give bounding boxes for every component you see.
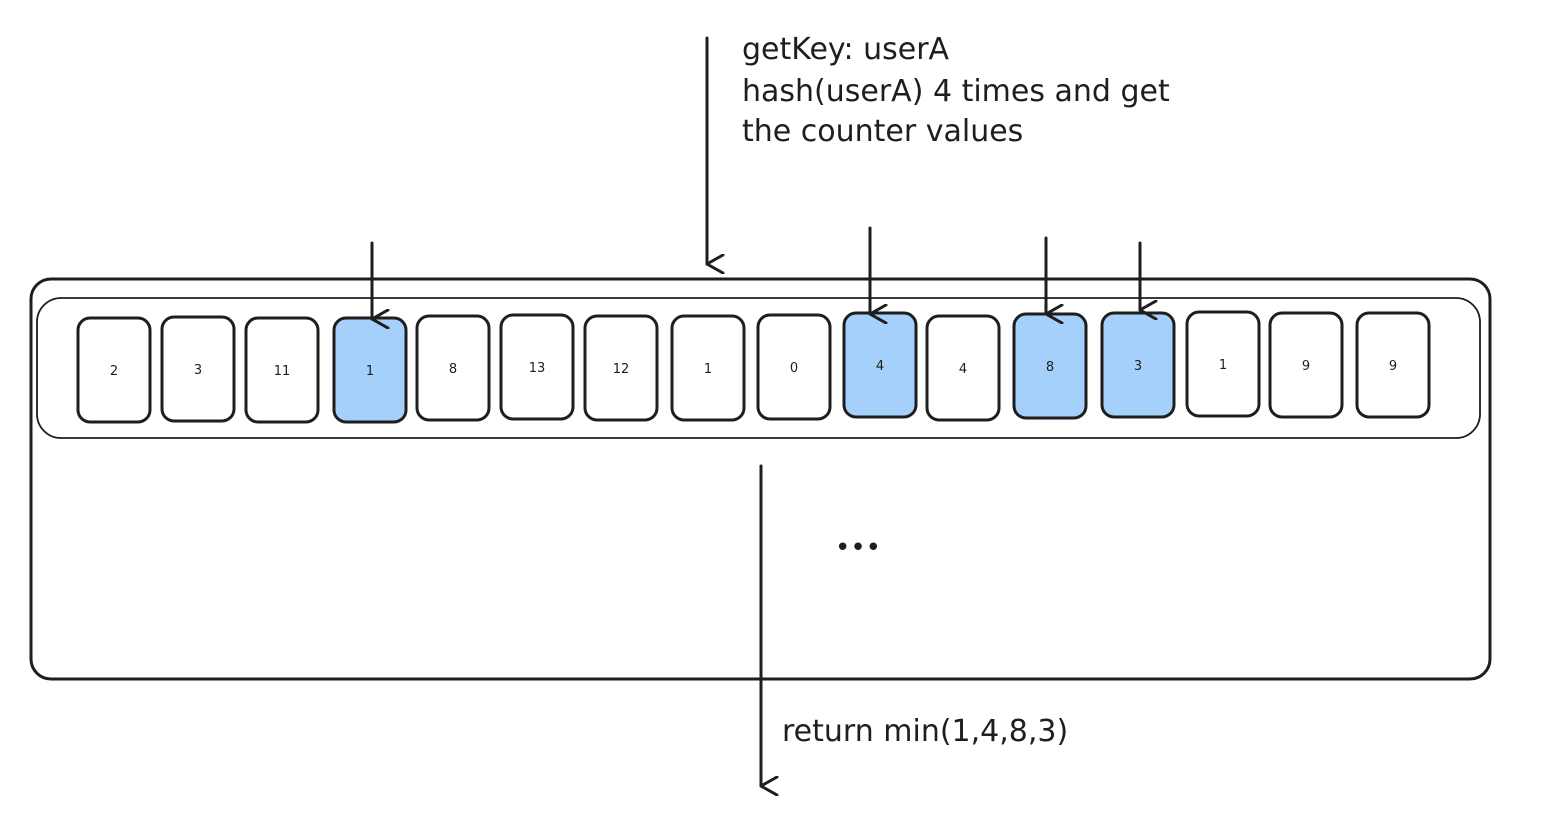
counter-value: 11 <box>274 364 291 379</box>
counter-value: 0 <box>790 361 798 376</box>
counter-cell-box <box>1268 311 1344 419</box>
counter-value: 3 <box>1134 359 1142 374</box>
counter-cell-box <box>583 314 659 422</box>
sketch-row-box <box>36 297 1481 439</box>
counter-cell-box <box>244 316 320 424</box>
counter-value: 2 <box>110 364 118 379</box>
annotation-line-1: getKey: userA <box>742 32 950 67</box>
counter-value: 1 <box>366 364 374 379</box>
counter-cell-box <box>756 313 832 421</box>
counter-cell-box <box>1355 311 1431 419</box>
counter-value: 4 <box>959 362 967 377</box>
counter-value: 3 <box>194 363 202 378</box>
counter-cell-box <box>1185 310 1261 418</box>
counter-cell: 4 <box>842 311 918 419</box>
counter-cell: 11 <box>244 316 320 424</box>
counter-cell: 13 <box>499 313 575 421</box>
counter-cell-highlighted-box <box>1100 311 1176 419</box>
counter-value: 8 <box>449 362 457 377</box>
more-rows-ellipsis: ••• <box>835 533 881 563</box>
counter-cell: 1 <box>1185 310 1261 418</box>
counter-cell-highlighted-box <box>332 316 408 424</box>
annotation-line-3: the counter values <box>742 114 1023 149</box>
counter-value: 4 <box>876 359 884 374</box>
annotation-line-2: hash(userA) 4 times and get <box>742 74 1170 109</box>
counter-cell-box <box>76 316 152 424</box>
counter-cell-box <box>415 314 491 422</box>
counter-cell: 3 <box>160 315 236 423</box>
counter-value: 13 <box>529 361 546 376</box>
counter-cell: 0 <box>756 313 832 421</box>
counter-value: 8 <box>1046 360 1054 375</box>
counter-cell: 1 <box>332 316 408 424</box>
counter-cell: 4 <box>925 314 1001 422</box>
counter-cell: 8 <box>415 314 491 422</box>
counter-cell: 2 <box>76 316 152 424</box>
counter-cell: 12 <box>583 314 659 422</box>
result-text: return min(1,4,8,3) <box>782 714 1068 749</box>
counter-cell: 9 <box>1355 311 1431 419</box>
counter-cell: 1 <box>670 314 746 422</box>
counter-cell-box <box>499 313 575 421</box>
counter-cell-box <box>160 315 236 423</box>
counter-cell-box <box>670 314 746 422</box>
counter-value: 1 <box>704 362 712 377</box>
counter-cell: 8 <box>1012 312 1088 420</box>
counter-cell: 3 <box>1100 311 1176 419</box>
counter-cell: 9 <box>1268 311 1344 419</box>
counter-value: 9 <box>1302 359 1310 374</box>
counter-value: 9 <box>1389 359 1397 374</box>
counter-cell-box <box>925 314 1001 422</box>
counter-value: 12 <box>613 362 630 377</box>
counter-value: 1 <box>1219 358 1227 373</box>
